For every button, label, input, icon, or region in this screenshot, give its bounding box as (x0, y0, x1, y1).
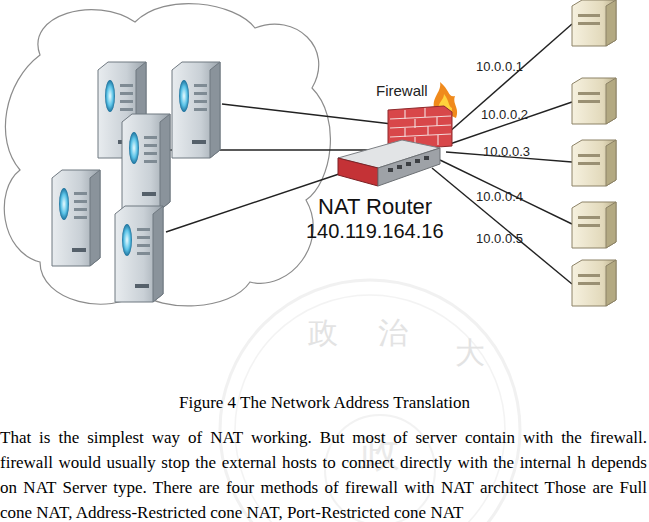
ip-label: 10.0.0.2 (481, 108, 528, 121)
ip-address: 140.119.164.16 (306, 220, 444, 243)
pc-tower (122, 114, 170, 210)
ip-label: 10.0.0.1 (476, 60, 523, 73)
wire (440, 160, 572, 224)
router-front (338, 158, 378, 186)
server-box (572, 0, 616, 46)
node-title: NAT Router (318, 194, 432, 220)
server-box (572, 202, 616, 248)
pc-tower (52, 170, 100, 266)
pc-tower (172, 62, 220, 158)
wire (222, 104, 392, 124)
router-ports (388, 156, 429, 172)
router-side (378, 148, 440, 186)
pc-tower (115, 206, 163, 302)
watermark-char: 治 (378, 318, 408, 348)
node-title: Firewall (376, 82, 428, 99)
watermark-char: 政 (308, 318, 338, 348)
wire (444, 102, 572, 146)
router-device (338, 140, 440, 186)
wire (440, 24, 572, 140)
wire (432, 168, 572, 284)
server-box (572, 78, 616, 124)
watermark-char: 大 (455, 338, 485, 368)
body-paragraph: That is the simplest way of NAT working.… (0, 425, 647, 522)
server-box (572, 140, 616, 186)
router-node: NAT Router140.119.164.16 (296, 134, 496, 246)
firewall-node: Firewall (372, 80, 454, 152)
cloud-outline (4, 4, 330, 306)
wires (166, 24, 572, 284)
ip-label: 10.0.0.5 (476, 232, 523, 245)
figure-caption: Figure 4 The Network Address Translation (0, 393, 649, 413)
server-box (572, 260, 616, 306)
ip-label: 10.0.0.3 (483, 145, 530, 158)
ip-label: 10.0.0.4 (476, 190, 523, 203)
